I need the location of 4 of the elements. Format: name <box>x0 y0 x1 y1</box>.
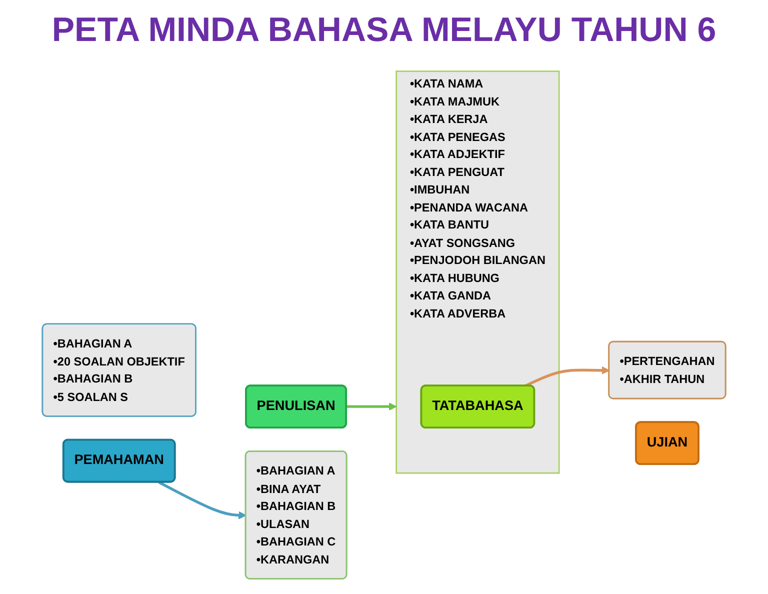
arrow <box>524 366 610 388</box>
arrow <box>158 481 246 520</box>
arrow <box>346 402 397 411</box>
title: PETA MINDA BAHASA MELAYU TAHUN 6 <box>52 12 716 50</box>
